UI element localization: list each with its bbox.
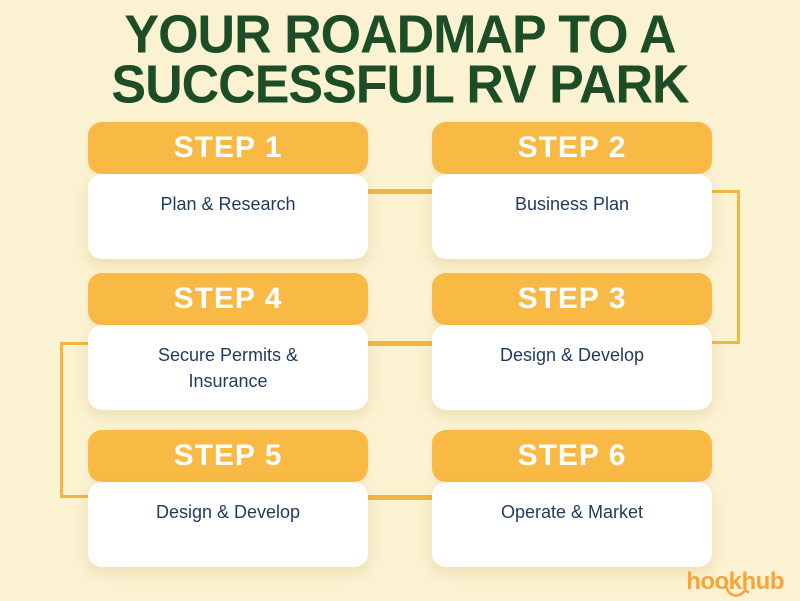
step-1-description: Plan & Research	[160, 194, 296, 214]
step-4-description: Secure Permits & Insurance	[157, 345, 299, 391]
step-6-body: Operate & Market	[432, 482, 712, 567]
step-3-header: STEP 3	[432, 273, 712, 325]
step-card-5: STEP 5 Design & Develop	[88, 430, 368, 567]
step-4-body: Secure Permits & Insurance	[88, 325, 368, 410]
step-1-header: STEP 1	[88, 122, 368, 174]
step-2-body: Business Plan	[432, 174, 712, 259]
step-card-2: STEP 2 Business Plan	[432, 122, 712, 259]
step-card-1: STEP 1 Plan & Research	[88, 122, 368, 259]
connector-step5-step6	[366, 495, 434, 500]
step-5-description: Design & Develop	[155, 502, 301, 522]
step-card-3: STEP 3 Design & Develop	[432, 273, 712, 410]
connector-step4-step5-bracket	[60, 342, 94, 498]
step-3-body: Design & Develop	[432, 325, 712, 410]
hookhub-logo-text: hookhub	[686, 568, 784, 595]
connector-step3-step4	[366, 341, 434, 346]
step-card-4: STEP 4 Secure Permits & Insurance	[88, 273, 368, 410]
step-3-description: Design & Develop	[499, 345, 645, 365]
step-1-body: Plan & Research	[88, 174, 368, 259]
hookhub-logo: hookhub	[686, 568, 784, 597]
connector-step2-step3-bracket	[706, 190, 740, 344]
page-title: YOUR ROADMAP TO A SUCCESSFUL RV PARK	[0, 4, 800, 116]
step-4-header: STEP 4	[88, 273, 368, 325]
page-title-line-1: YOUR ROADMAP TO A	[124, 4, 676, 66]
step-6-header: STEP 6	[432, 430, 712, 482]
page-title-line-2: SUCCESSFUL RV PARK	[111, 54, 689, 116]
step-2-description: Business Plan	[514, 194, 630, 214]
connector-step1-step2	[366, 189, 434, 194]
step-5-body: Design & Develop	[88, 482, 368, 567]
step-5-header: STEP 5	[88, 430, 368, 482]
step-card-6: STEP 6 Operate & Market	[432, 430, 712, 567]
step-6-description: Operate & Market	[500, 502, 644, 522]
step-2-header: STEP 2	[432, 122, 712, 174]
